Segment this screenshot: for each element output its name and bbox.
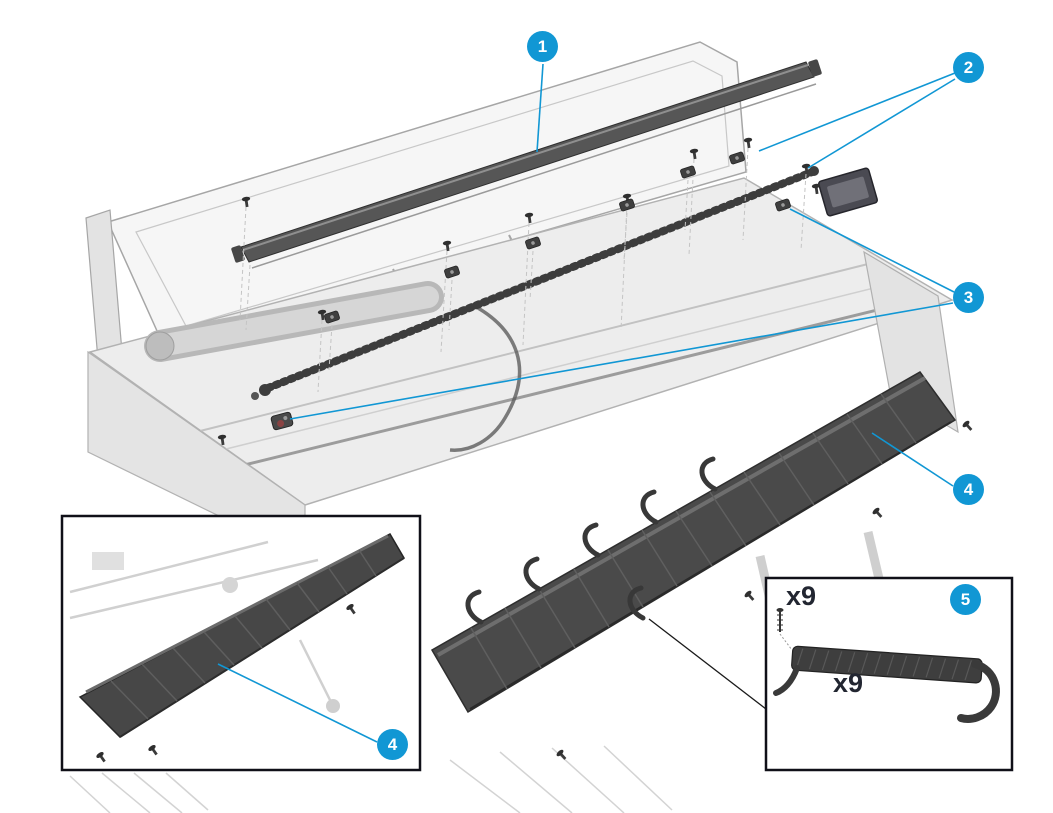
print-zone-cover-part4 <box>430 371 957 714</box>
callout-4-main: 4 <box>953 474 984 505</box>
callout-2: 2 <box>953 52 984 83</box>
encoder-spring-rod <box>251 166 819 400</box>
window-seal-beam-part1 <box>231 59 822 269</box>
inset-detail-platen <box>60 514 422 772</box>
callout-1: 1 <box>527 31 558 62</box>
callout-3: 3 <box>953 282 984 313</box>
projection-dashes <box>239 147 807 393</box>
basket-mesh <box>69 745 673 813</box>
media-guide-part <box>773 645 1000 723</box>
callout-5: 5 <box>950 584 981 615</box>
quantity-label-guides: x9 <box>833 668 864 698</box>
media-guide-hooks <box>465 456 718 625</box>
small-screw-icon <box>776 608 793 651</box>
leader-to-inset-5 <box>648 618 767 710</box>
front-panel <box>818 167 878 217</box>
printer-body <box>69 167 959 813</box>
callout-4-inset: 4 <box>377 729 408 760</box>
leader-lines <box>217 63 956 743</box>
quantity-label-screws: x9 <box>786 581 817 611</box>
